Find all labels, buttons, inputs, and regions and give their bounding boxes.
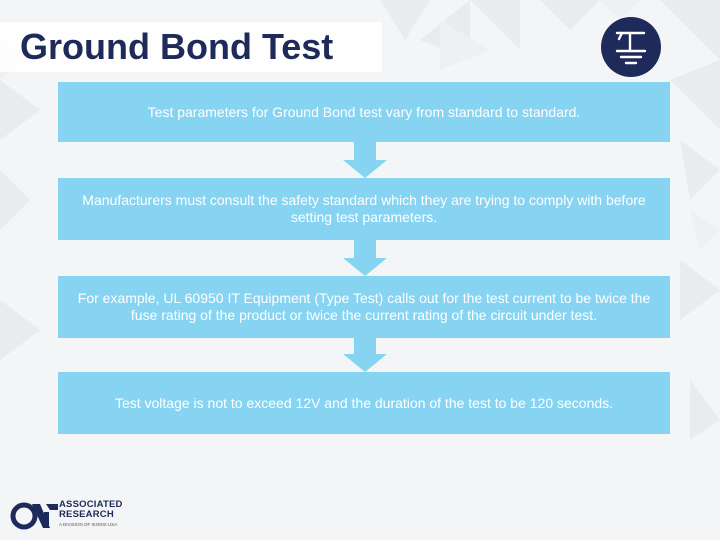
down-arrow-icon (343, 338, 387, 372)
step-box-4: Test voltage is not to exceed 12V and th… (58, 372, 670, 434)
step-box-1: Test parameters for Ground Bond test var… (58, 82, 670, 142)
slide-title: Ground Bond Test (20, 26, 334, 67)
step-box-3: For example, UL 60950 IT Equipment (Type… (58, 276, 670, 338)
logo-company-name: ASSOCIATED RESEARCH (59, 500, 123, 520)
associated-research-logo-icon (10, 502, 58, 530)
step-text-4: Test voltage is not to exceed 12V and th… (114, 394, 614, 411)
step-text-1: Test parameters for Ground Bond test var… (147, 103, 581, 120)
step-text-3: For example, UL 60950 IT Equipment (Type… (77, 290, 651, 323)
step-box-2: Manufacturers must consult the safety st… (58, 178, 670, 240)
logo-division-text: A DIVISION OF IKONIX USA (59, 522, 118, 527)
down-arrow-icon (343, 240, 387, 276)
logo-line-2: RESEARCH (59, 509, 114, 520)
title-backdrop (0, 22, 382, 72)
ground-symbol-icon (601, 17, 661, 77)
step-text-2: Manufacturers must consult the safety st… (82, 192, 646, 225)
logo-line-1: ASSOCIATED (59, 499, 123, 510)
down-arrow-icon (343, 142, 387, 178)
